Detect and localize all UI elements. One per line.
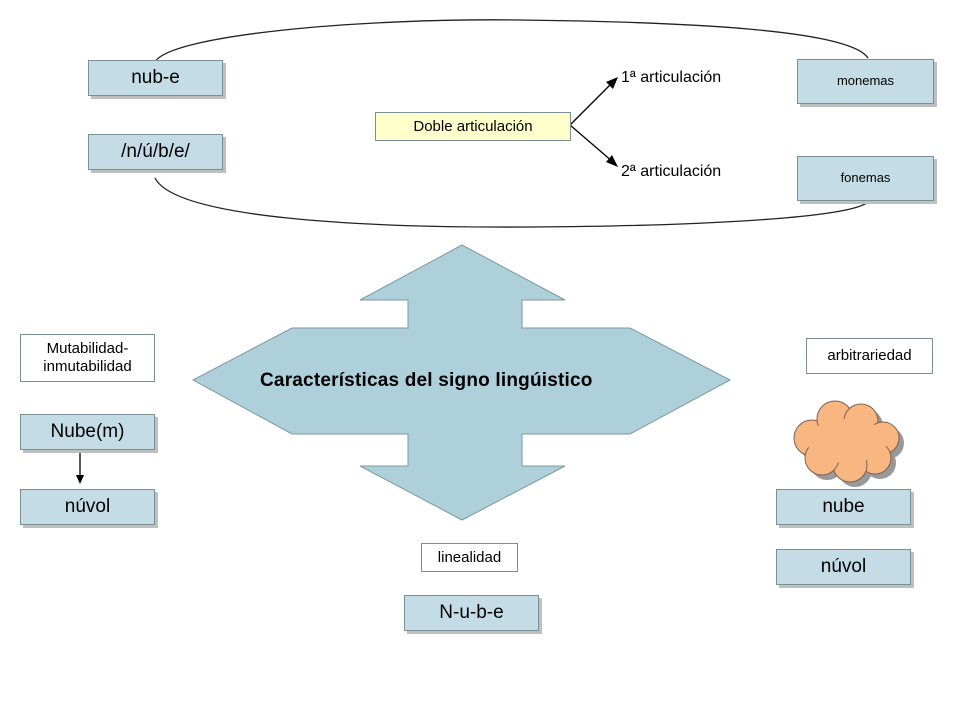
morpheme-box: nub-e [88, 60, 223, 96]
phoneme-box: /n/ú/b/e/ [88, 134, 223, 170]
four-way-arrow [191, 244, 732, 521]
arrow-to-1a-articulacion [569, 81, 614, 126]
arbitrariedad-box: arbitrariedad [806, 338, 933, 374]
nuvol-left-box: núvol [20, 489, 155, 525]
cloud-core [807, 419, 887, 463]
nuvol-right-box: núvol [776, 549, 911, 585]
primera-articulacion-label: 1ª articulación [621, 69, 722, 86]
arrowhead-nube-nuvol [76, 475, 84, 484]
lower-connector-arc [154, 177, 869, 228]
nube-right-box: nube [776, 489, 911, 525]
arrow-to-2a-articulacion [569, 124, 614, 163]
mutabilidad-box: Mutabilidad- inmutabilidad [20, 334, 155, 382]
nube-m-box: Nube(m) [20, 414, 155, 450]
arrowhead-1a [606, 77, 618, 89]
fonemas-box: fonemas [797, 156, 934, 201]
upper-connector-arc [154, 19, 869, 63]
doble-articulacion-box: Doble articulación [375, 112, 571, 141]
nube-sequence-box: N-u-b-e [404, 595, 539, 631]
center-title: Características del signo lingúistico [260, 370, 593, 391]
monemas-box: monemas [797, 59, 934, 104]
linealidad-box: linealidad [421, 543, 518, 572]
arrowhead-2a [606, 155, 618, 167]
segunda-articulacion-label: 2ª articulación [621, 163, 722, 180]
